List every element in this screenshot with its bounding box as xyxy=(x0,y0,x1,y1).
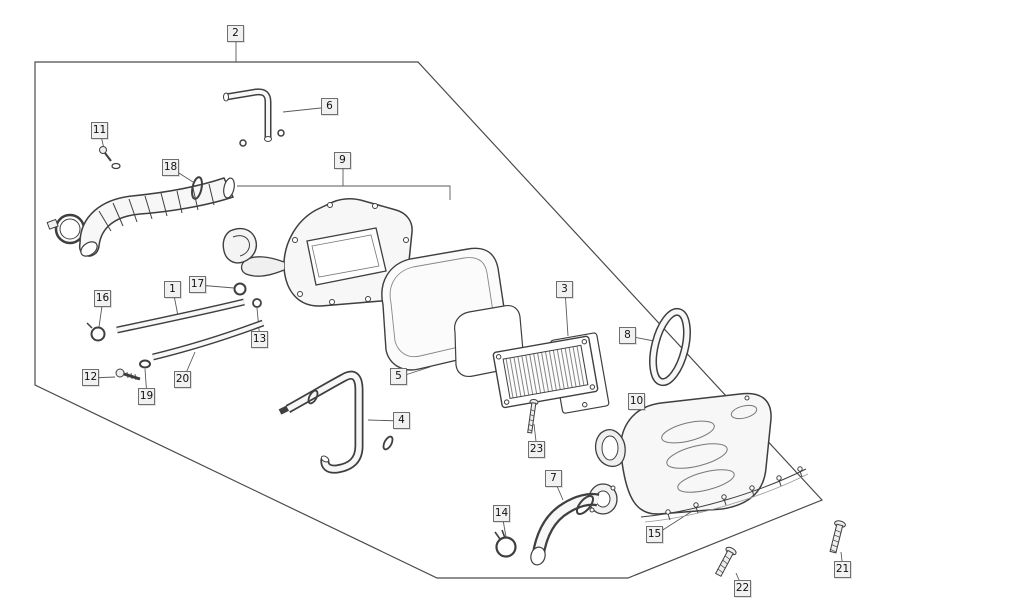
part-grommet-19-drawing xyxy=(139,359,151,369)
part-breather-pipe-drawing xyxy=(278,370,394,474)
part-screw-23-drawing xyxy=(527,398,539,434)
part-gasket-drawing xyxy=(649,307,691,387)
part-air-cleaner-case-drawing xyxy=(240,198,413,307)
callout-part-15: 15 xyxy=(646,526,663,543)
callout-part-19: 19 xyxy=(138,388,155,405)
part-pipe-20-drawing xyxy=(152,319,265,361)
callout-part-23: 23 xyxy=(528,441,545,458)
callout-part-13: 13 xyxy=(251,331,268,348)
part-ring-13-drawing xyxy=(252,298,262,308)
callout-part-8: 8 xyxy=(619,327,636,344)
callout-part-22: 22 xyxy=(734,580,751,597)
diagram-border xyxy=(34,61,824,579)
part-intake-elbow-drawing xyxy=(530,483,618,566)
callout-part-14: 14 xyxy=(493,505,510,522)
part-intake-duct-drawing xyxy=(46,176,235,257)
part-filter-element-drawing xyxy=(492,335,599,409)
part-ring-17-drawing xyxy=(233,282,247,296)
callout-part-6: 6 xyxy=(321,98,338,115)
callout-part-20: 20 xyxy=(174,371,191,388)
part-screw-12-drawing xyxy=(115,368,141,381)
callout-part-7: 7 xyxy=(545,470,562,487)
part-air-cleaner-cover-drawing xyxy=(594,392,772,515)
part-screw-22-drawing xyxy=(714,546,737,577)
callout-part-17: 17 xyxy=(189,276,206,293)
callout-part-11: 11 xyxy=(91,122,108,139)
part-clamp-16-drawing xyxy=(86,322,106,342)
part-pipe-6-drawing xyxy=(223,88,285,147)
part-spring-clamp-drawing xyxy=(494,529,517,558)
part-screw-set-15-drawing xyxy=(640,466,809,523)
part-intake-joint-drawing xyxy=(222,227,258,264)
callout-part-16: 16 xyxy=(94,290,111,307)
callout-part-4: 4 xyxy=(393,412,410,429)
callout-part-18: 18 xyxy=(162,159,179,176)
callout-part-5: 5 xyxy=(390,368,407,385)
callout-part-12: 12 xyxy=(82,369,99,386)
callout-part-9: 9 xyxy=(334,152,351,169)
callout-part-10: 10 xyxy=(628,393,645,410)
callout-part-1: 1 xyxy=(164,281,181,298)
callout-part-3: 3 xyxy=(556,281,573,298)
part-screw-11-drawing xyxy=(99,146,121,170)
callout-part-2: 2 xyxy=(227,25,244,42)
part-screw-21-drawing xyxy=(829,520,846,554)
part-pipe-1-drawing xyxy=(116,298,245,334)
callout-part-21: 21 xyxy=(834,561,851,578)
